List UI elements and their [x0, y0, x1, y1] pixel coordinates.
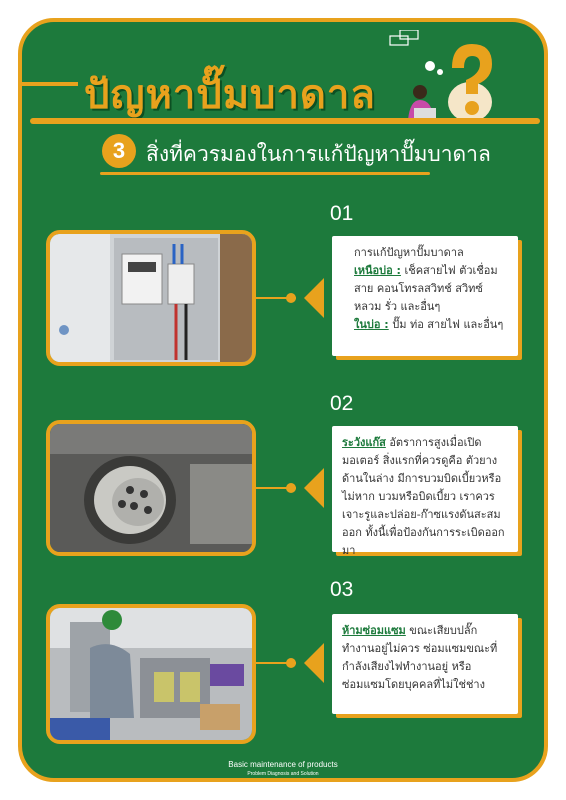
step-1-line-above: เหนือบ่อ : เช็คสายไฟ ตัวเชื่อมสาย คอนโทร… [354, 262, 508, 316]
worker-repair-image [50, 608, 252, 740]
step-1-textbox: การแก้ปัญหาปั๊มบาดาล เหนือบ่อ : เช็คสายไ… [332, 236, 518, 356]
poster-subtitle: สิ่งที่ควรมองในการแก้ปัญหาปั๊มบาดาล [146, 142, 491, 166]
step-2-dot [286, 483, 296, 493]
step-3-text: ขณะเสียบปลั๊กทำงานอยู่ไม่ควร ซ่อมแซมขณะท… [342, 624, 498, 691]
step-1-text-inside: ปั๊ม ท่อ สายไฟ และอื่นๆ [388, 318, 504, 331]
step-1-intro: การแก้ปัญหาปั๊มบาดาล [354, 246, 464, 259]
step-3-number: 03 [330, 578, 354, 601]
step-1-photo [46, 230, 256, 366]
step-3-textbox: ห้ามซ่อมแซม ขณะเสียบปลั๊กทำงานอยู่ไม่ควร… [332, 614, 518, 714]
step-1-number: 01 [330, 202, 354, 225]
step-1-label-above: เหนือบ่อ : [354, 264, 401, 277]
step-3-connector [256, 662, 296, 664]
pump-pipe-image [50, 424, 252, 552]
step-2-connector [256, 487, 296, 489]
title-underline [30, 118, 540, 124]
poster-title: ปัญหาปั๊มบาดาล [84, 72, 376, 118]
footer-title: Basic maintenance of products [228, 760, 338, 769]
step-1-pointer [304, 278, 324, 318]
step-2-label: ระวังแก๊ส [342, 436, 386, 449]
step-1-dot [286, 293, 296, 303]
step-2-pointer [304, 468, 324, 508]
footer-subtitle: Problem Diagnosis and Solution [247, 771, 319, 777]
step-1-text-above: เช็คสายไฟ ตัวเชื่อมสาย คอนโทรลสวิทช์ สวิ… [354, 264, 498, 313]
step-2-textbox: ระวังแก๊ส อัตราการสูงเมื่อเปิดมอเตอร์ สิ… [332, 426, 518, 557]
thinking-person-illustration [389, 30, 492, 123]
top-deco-line [18, 82, 78, 86]
step-2-number: 02 [330, 392, 354, 415]
step-1-label-inside: ในบ่อ : [354, 318, 389, 331]
step-1-line-inside: ในบ่อ : ปั๊ม ท่อ สายไฟ และอื่นๆ [354, 316, 508, 334]
control-panel-image [50, 234, 252, 362]
step-2-text: อัตราการสูงเมื่อเปิดมอเตอร์ สิ่งแรกที่คว… [342, 436, 505, 557]
step-3-photo [46, 604, 256, 744]
step-1-connector [256, 297, 296, 299]
step-3-label: ห้ามซ่อมแซม [342, 624, 406, 637]
step-3-dot [286, 658, 296, 668]
step-3-pointer [304, 643, 324, 683]
step-2-photo [46, 420, 256, 556]
subtitle-underline [100, 172, 430, 175]
number-badge: 3 [102, 134, 136, 168]
